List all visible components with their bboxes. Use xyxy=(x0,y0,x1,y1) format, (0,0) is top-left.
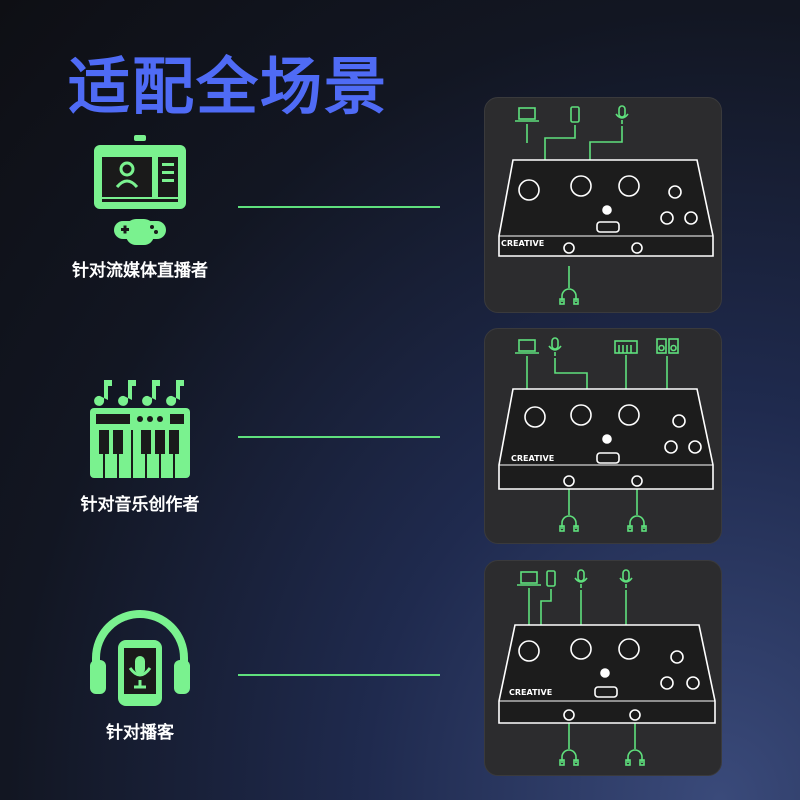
brand-logo: CREATIVE xyxy=(501,239,544,248)
headphones-icon xyxy=(627,515,647,532)
microphone-icon xyxy=(615,105,629,124)
headphones-phone-microphone-icon xyxy=(90,610,190,706)
laptop-icon xyxy=(515,107,539,122)
streaming-monitor-gamepad-icon xyxy=(94,135,186,245)
speakers-icon xyxy=(656,338,679,354)
laptop-icon xyxy=(515,339,539,354)
headphones-icon xyxy=(559,515,579,532)
connector-line xyxy=(238,206,440,208)
laptop-icon xyxy=(517,571,541,586)
scene-label: 针对流媒体直播者 xyxy=(72,261,208,281)
microphone-icon xyxy=(574,569,588,588)
connector-line xyxy=(238,674,440,676)
headphones-icon xyxy=(559,288,579,305)
keyboard-music-notes-icon xyxy=(90,380,190,478)
headphones-icon xyxy=(625,749,645,766)
audio-interface xyxy=(498,624,716,724)
phone-icon xyxy=(570,106,580,123)
brand-logo: CREATIVE xyxy=(509,688,552,697)
page-title: 适配全场景 xyxy=(68,50,389,123)
connector-line xyxy=(238,436,440,438)
scene-label: 针对音乐创作者 xyxy=(80,495,200,515)
headphones-icon xyxy=(559,749,579,766)
microphone-icon xyxy=(548,337,562,356)
device-panel-podcast: CREATIVE xyxy=(484,560,722,776)
microphone-icon xyxy=(619,569,633,588)
audio-interface xyxy=(498,159,714,257)
brand-logo: CREATIVE xyxy=(511,454,554,463)
device-panel-music: CREATIVE xyxy=(484,328,722,544)
phone-icon xyxy=(546,570,556,587)
audio-interface xyxy=(498,388,714,490)
scene-label: 针对播客 xyxy=(106,723,174,743)
device-panel-streaming: CREATIVE xyxy=(484,97,722,313)
midi-keyboard-icon xyxy=(614,340,638,354)
